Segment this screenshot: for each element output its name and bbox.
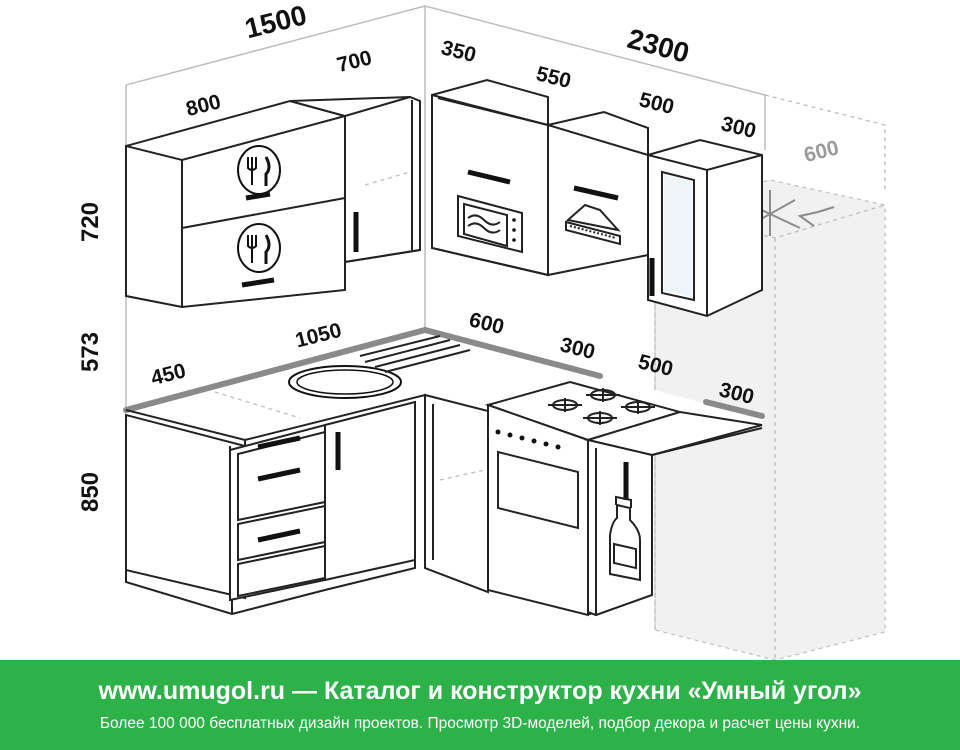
footer-subtitle: Более 100 000 бесплатных дизайн проектов…: [99, 715, 861, 732]
fork-knife-icon: [237, 145, 281, 195]
sink: [288, 335, 471, 399]
lower-cabinet-sink: [324, 400, 416, 591]
dimension-upper-300: 300: [719, 112, 759, 143]
upper-cabinet-glass: [647, 138, 763, 318]
lower-cabinet-corner: [424, 393, 489, 594]
bottle-icon: [609, 495, 641, 582]
dimension-height-720: 720: [77, 202, 104, 242]
dimension-counter-300: 300: [558, 333, 598, 364]
footer-title[interactable]: www.umugol.ru — Каталог и конструктор ку…: [98, 677, 862, 705]
dimension-overall-right: 2300: [624, 23, 692, 69]
dimension-overall-left: 1500: [242, 0, 310, 44]
dimension-height-850: 850: [77, 472, 104, 512]
hood-icon: [565, 203, 621, 246]
dimension-height-573: 573: [77, 332, 104, 372]
kitchen-layout-drawing: 1500 2300 800 700 350 550 500 300 600 72…: [77, 0, 886, 660]
upper-cabinet-700: [289, 95, 421, 264]
dimension-upper-500: 500: [637, 88, 677, 119]
upper-cabinet-350-microwave: [431, 78, 549, 277]
lower-cabinet-bottle: [584, 410, 763, 617]
dimension-counter-1050: 1050: [293, 319, 344, 353]
fork-knife-icon: [237, 223, 281, 273]
footer-banner: www.umugol.ru — Каталог и конструктор ку…: [0, 660, 960, 750]
dimension-upper-350: 350: [439, 36, 479, 67]
dimension-upper-550: 550: [534, 62, 574, 93]
stove-knobs: [495, 429, 561, 450]
stove: [484, 380, 684, 617]
lower-cabinet-drawers: [125, 413, 326, 616]
burner-icon: [548, 388, 655, 425]
dimension-upper-800: 800: [184, 90, 224, 121]
upper-cabinet-550-hood: [547, 110, 649, 277]
dimension-fridge-600: 600: [802, 136, 842, 167]
dimension-counter-600: 600: [467, 308, 507, 339]
dimension-upper-700: 700: [335, 46, 375, 77]
upper-cabinet-800: [125, 99, 346, 309]
dimension-counter-450: 450: [149, 359, 189, 390]
microwave-icon: [457, 194, 523, 254]
